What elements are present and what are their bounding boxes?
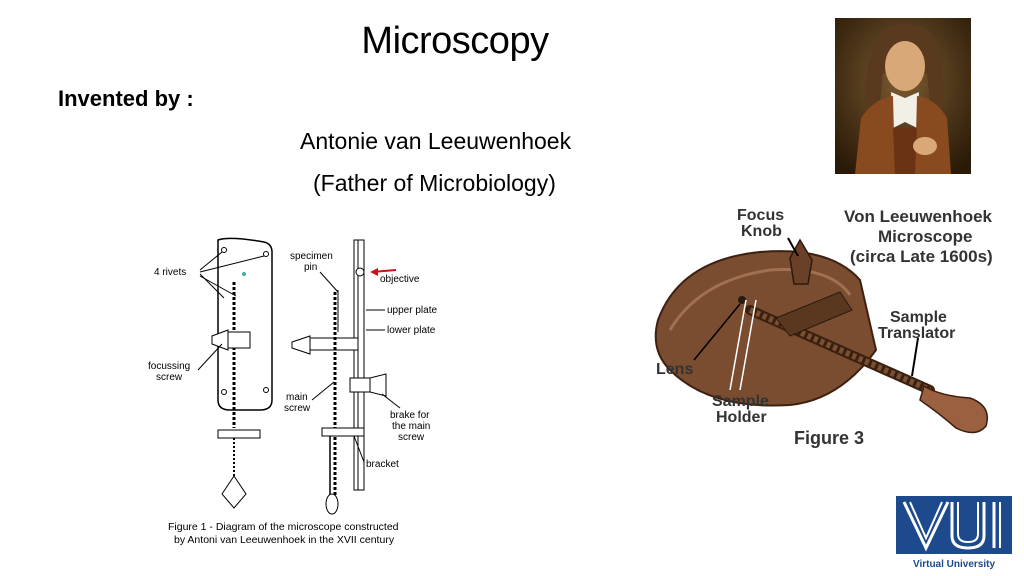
diagram-caption-line2: by Antoni van Leeuwenhoek in the XVII ce… [174, 534, 395, 546]
label-brake-1: brake for [390, 410, 430, 421]
logo-text: Virtual University [913, 559, 996, 570]
label-specimen-pin-1: specimen [290, 251, 333, 262]
leeuwenhoek-portrait-image [835, 18, 971, 174]
diagram-caption-line1: Figure 1 - Diagram of the microscope con… [168, 521, 399, 533]
label-objective: objective [380, 274, 420, 285]
label-brake-3: screw [398, 432, 425, 443]
label-focussing-screw-2: screw [156, 372, 183, 383]
invented-by-label: Invented by : [58, 86, 194, 111]
inventor-name: Antonie van Leeuwenhoek [300, 128, 572, 154]
label-focus-knob-2: Knob [741, 223, 782, 240]
microscope-photo: Focus Knob Von Leeuwenhoek Microscope (c… [654, 207, 993, 448]
label-bracket: bracket [366, 459, 399, 470]
label-4-rivets: 4 rivets [154, 267, 186, 278]
label-main-screw-1: main [286, 392, 308, 403]
label-brake-2: the main [392, 421, 430, 432]
label-lens: Lens [656, 361, 693, 378]
label-focussing-screw-1: focussing [148, 361, 190, 372]
label-specimen-pin-2: pin [304, 262, 317, 273]
label-sample-translator-1: Sample [890, 309, 947, 326]
label-main-screw-2: screw [284, 403, 311, 414]
label-sample-translator-2: Translator [878, 325, 955, 342]
slide-title: Microscopy [361, 20, 549, 62]
label-upper-plate: upper plate [387, 305, 437, 316]
virtual-university-logo: Virtual University [896, 496, 1012, 570]
label-figure-3: Figure 3 [794, 428, 864, 448]
label-sample-holder-2: Holder [716, 409, 767, 426]
label-sample-holder-1: Sample [712, 393, 769, 410]
label-lower-plate: lower plate [387, 325, 436, 336]
inventor-title: (Father of Microbiology) [313, 170, 556, 196]
label-heading-1: Von Leeuwenhoek [844, 207, 993, 226]
label-heading-3: (circa Late 1600s) [850, 247, 993, 266]
label-focus-knob-1: Focus [737, 207, 784, 224]
microscope-diagram: 4 rivets focussing screw specimen pin ob… [148, 237, 437, 546]
label-heading-2: Microscope [878, 227, 972, 246]
